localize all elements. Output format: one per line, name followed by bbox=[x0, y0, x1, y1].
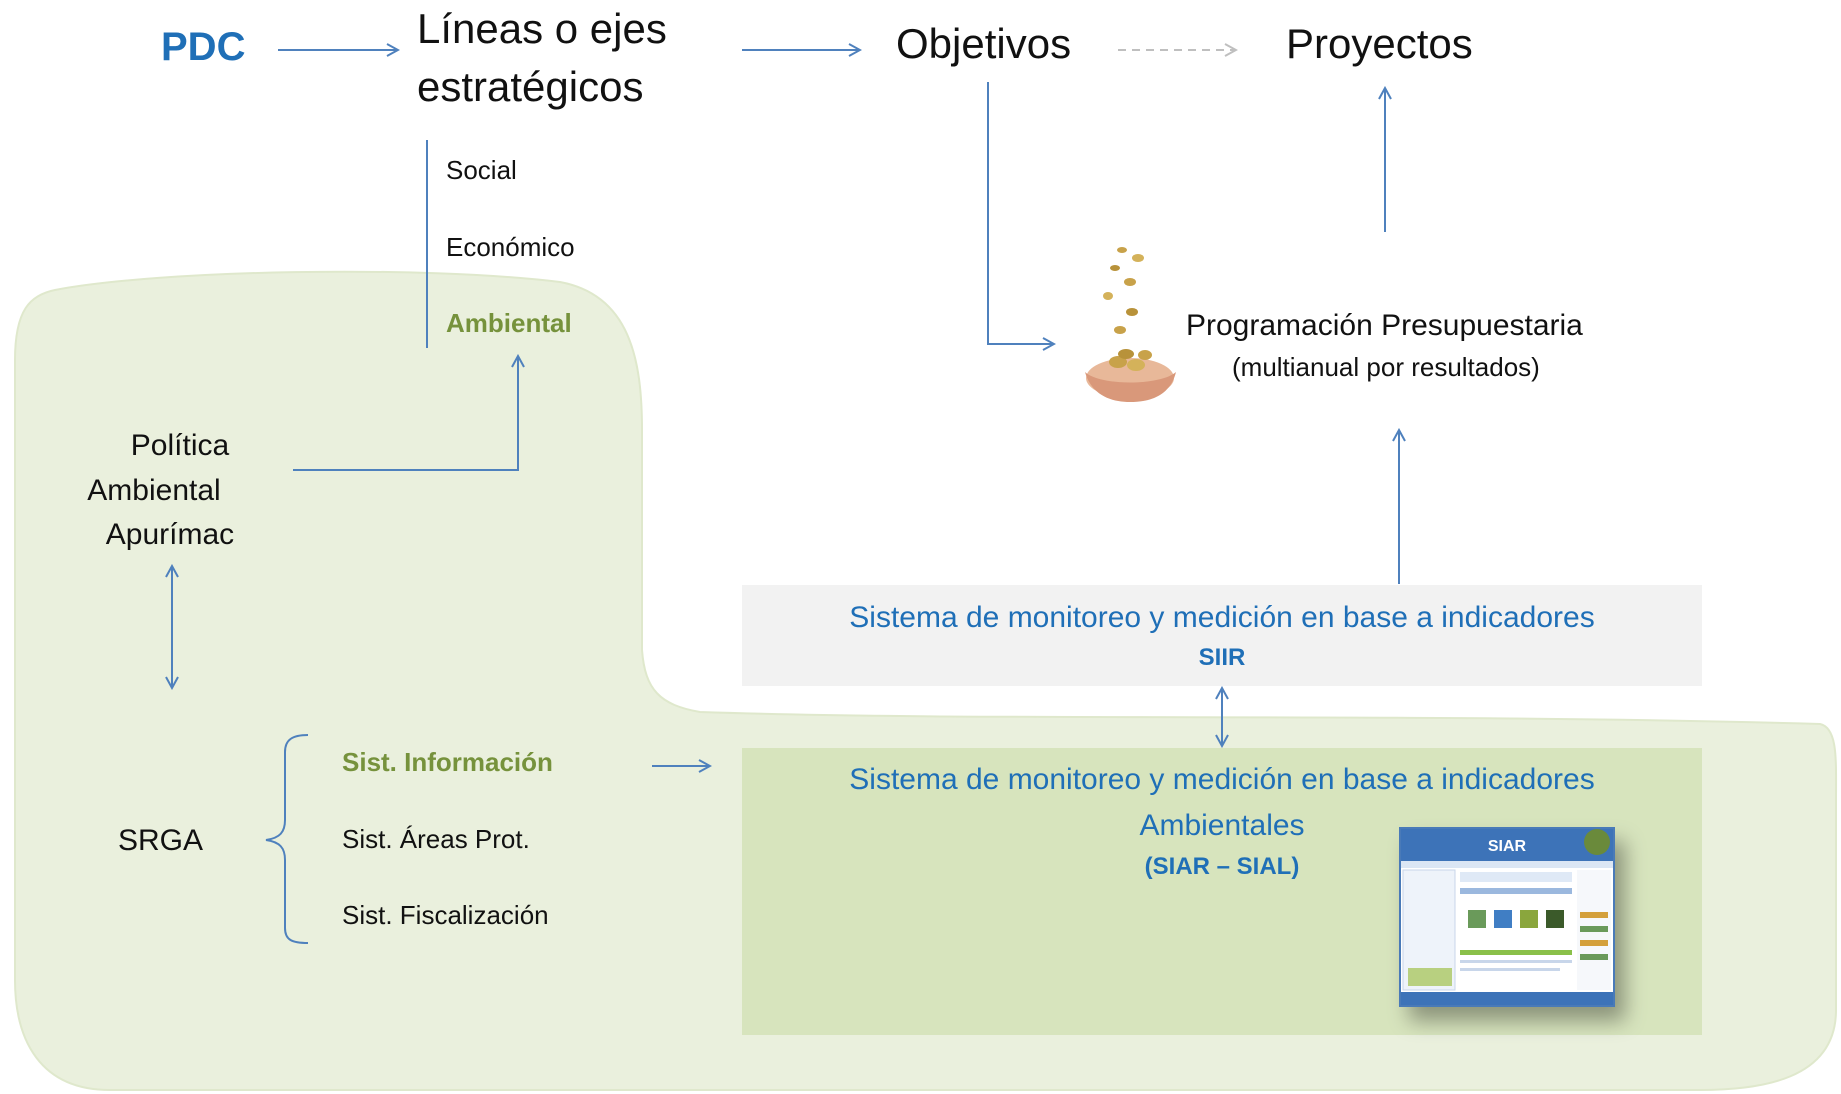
eje-economico: Económico bbox=[446, 232, 575, 262]
proyectos-label: Proyectos bbox=[1286, 20, 1473, 67]
programacion-subtitle: (multianual por resultados) bbox=[1232, 352, 1540, 382]
lineas-label-line1: Líneas o ejes bbox=[417, 5, 667, 52]
eje-ambiental: Ambiental bbox=[446, 308, 572, 338]
arrow-objetivos-programacion bbox=[987, 82, 1054, 344]
lineas-label-line2: estratégicos bbox=[417, 63, 644, 110]
politica-line2: Ambiental bbox=[87, 474, 221, 507]
programacion-title: Programación Presupuestaria bbox=[1186, 309, 1583, 342]
politica-line3: Apurímac bbox=[105, 518, 235, 551]
siir-box bbox=[742, 585, 1702, 686]
siir-code: SIIR bbox=[1198, 644, 1246, 671]
siar-code: (SIAR – SIAL) bbox=[1144, 853, 1300, 880]
srga-item-fiscalizacion: Sist. Fiscalización bbox=[342, 900, 549, 930]
arrow-politica-ambiental bbox=[293, 356, 518, 471]
srga-item-areas-prot: Sist. Áreas Prot. bbox=[342, 824, 530, 854]
srga-item-informacion: Sist. Información bbox=[342, 747, 553, 777]
siar-title-line1: Sistema de monitoreo y medición en base … bbox=[849, 763, 1595, 796]
srga-brace bbox=[265, 734, 309, 944]
politica-line1: Política bbox=[130, 429, 230, 462]
siar-website-screenshot bbox=[1399, 827, 1615, 1007]
siar-title-line2: Ambientales bbox=[1139, 809, 1305, 842]
siar-thumb-header: SIAR bbox=[1487, 838, 1527, 855]
siir-title: Sistema de monitoreo y medición en base … bbox=[849, 601, 1595, 634]
pdc-label: PDC bbox=[161, 25, 246, 69]
coins-in-hands-icon bbox=[1085, 247, 1176, 402]
eje-social: Social bbox=[446, 155, 517, 185]
srga-label: SRGA bbox=[118, 824, 204, 857]
objetivos-label: Objetivos bbox=[896, 20, 1072, 67]
